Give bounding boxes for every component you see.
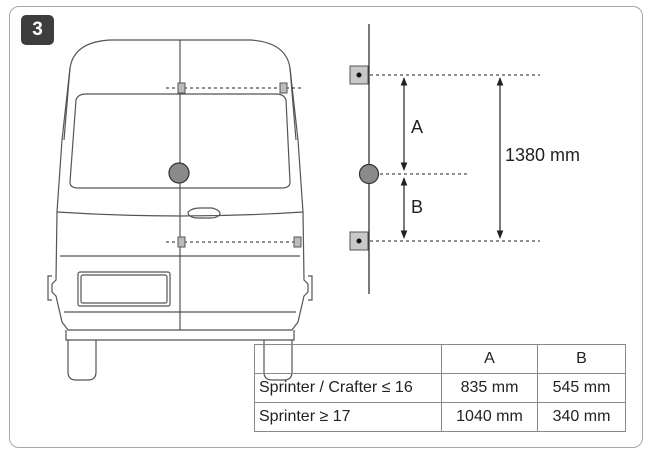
van-mount-lines bbox=[166, 87, 304, 243]
dimension-table: A B Sprinter / Crafter ≤ 16 835 mm 545 m… bbox=[254, 344, 626, 432]
table-row: Sprinter ≥ 17 1040 mm 340 mm bbox=[254, 402, 626, 432]
table-header-row: A B bbox=[254, 344, 626, 374]
table-cell-b: 340 mm bbox=[537, 402, 626, 432]
table-cell-b: 545 mm bbox=[537, 373, 626, 403]
table-row: Sprinter / Crafter ≤ 16 835 mm 545 mm bbox=[254, 373, 626, 403]
table-cell-model: Sprinter / Crafter ≤ 16 bbox=[254, 373, 442, 403]
step-number-badge: 3 bbox=[21, 15, 54, 45]
table-header-cell bbox=[254, 344, 442, 374]
van-mount-points bbox=[177, 82, 302, 248]
measurement-diagram: A B 1380 mm bbox=[349, 24, 580, 294]
table-cell-a: 1040 mm bbox=[441, 402, 538, 432]
van-body bbox=[47, 39, 313, 381]
table-cell-a: 835 mm bbox=[441, 373, 538, 403]
table-header-cell: A bbox=[441, 344, 538, 374]
dimension-b-label: B bbox=[411, 197, 423, 217]
figure-frame bbox=[9, 6, 643, 448]
table-cell-model: Sprinter ≥ 17 bbox=[254, 402, 442, 432]
center-point-marker bbox=[168, 162, 190, 184]
total-height-label: 1380 mm bbox=[505, 145, 580, 165]
table-header-cell: B bbox=[537, 344, 626, 374]
dimension-a-label: A bbox=[411, 117, 423, 137]
